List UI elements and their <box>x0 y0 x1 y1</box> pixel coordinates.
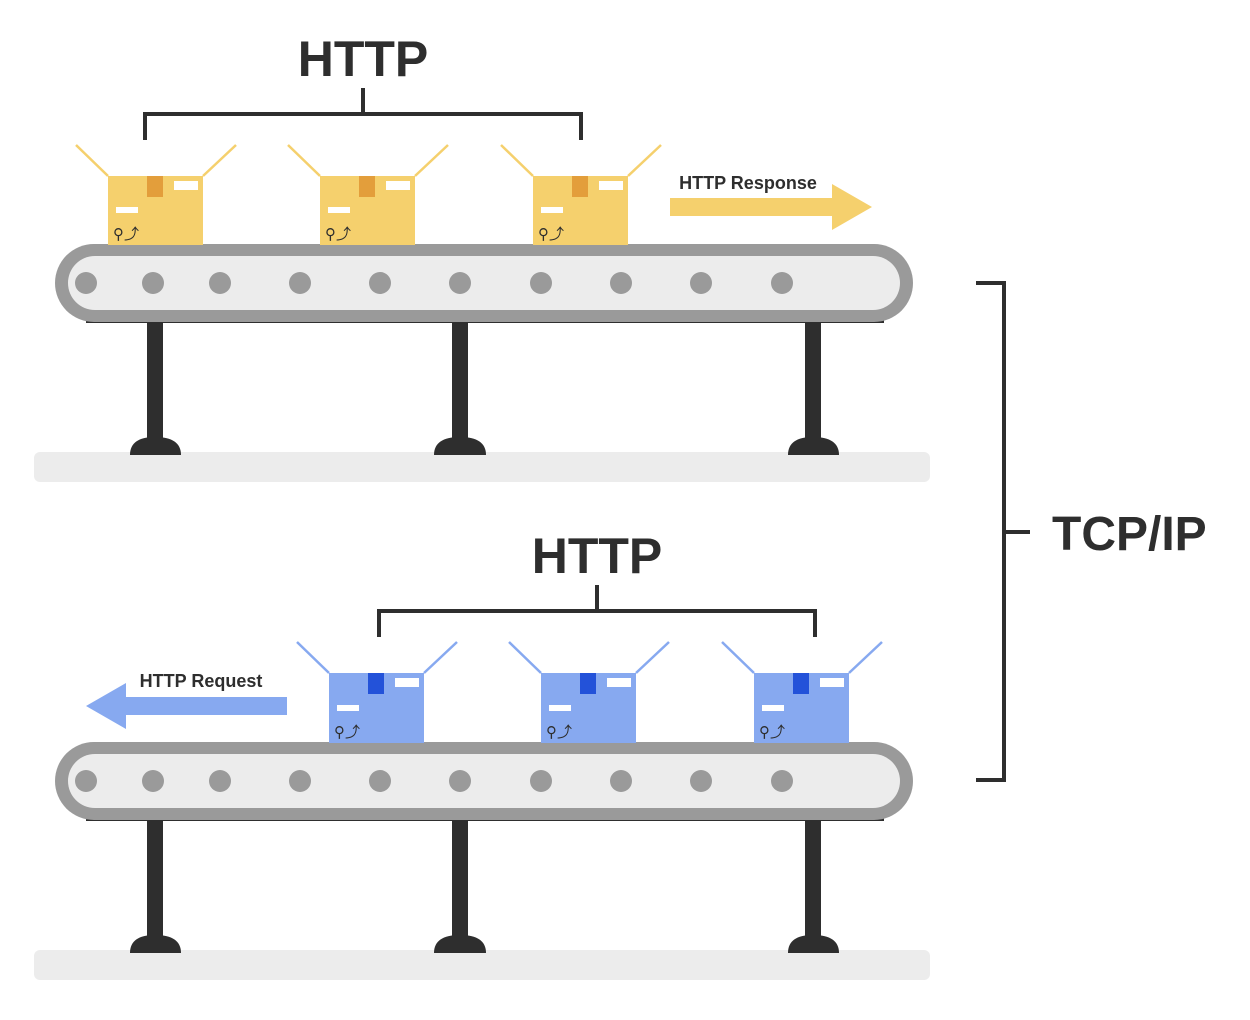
top-rollers <box>75 272 793 294</box>
bottom-floor <box>34 950 930 980</box>
package-box-icon: ⚲⤴ <box>508 641 670 743</box>
tcpip-label: TCP/IP <box>1052 508 1207 561</box>
glass-fragile-icon: ⚲⤴ <box>546 723 572 741</box>
top-http-bracket <box>143 88 583 140</box>
response-packet-1: ⚲⤴ <box>75 144 237 245</box>
package-box-icon: ⚲⤴ <box>721 641 883 743</box>
bottom-belt-inner <box>68 754 900 808</box>
glass-fragile-icon: ⚲⤴ <box>538 225 564 243</box>
bottom-http-bracket <box>377 585 817 637</box>
bottom-legs <box>130 816 839 953</box>
glass-fragile-icon: ⚲⤴ <box>113 225 139 243</box>
bottom-rollers <box>75 770 793 792</box>
request-packet-1: ⚲⤴ <box>296 641 458 743</box>
request-arrow-label: HTTP Request <box>140 671 263 691</box>
glass-fragile-icon: ⚲⤴ <box>325 225 351 243</box>
bottom-conveyor: ⚲⤴ ⚲⤴ ⚲⤴ <box>34 528 930 980</box>
response-arrow: HTTP Response <box>670 173 872 230</box>
top-legs <box>130 318 839 455</box>
package-box-icon: ⚲⤴ <box>75 144 237 245</box>
top-conveyor: ⚲⤴ ⚲⤴ ⚲⤴ <box>34 31 930 482</box>
glass-fragile-icon: ⚲⤴ <box>334 723 360 741</box>
request-arrow: HTTP Request <box>86 671 287 729</box>
top-floor <box>34 452 930 482</box>
response-packet-3: ⚲⤴ <box>500 144 662 245</box>
left-arrow-icon <box>86 683 287 729</box>
top-http-label: HTTP <box>298 31 429 87</box>
top-belt-inner <box>68 256 900 310</box>
package-box-icon: ⚲⤴ <box>296 641 458 743</box>
right-arrow-icon <box>670 184 872 230</box>
response-arrow-label: HTTP Response <box>679 173 817 193</box>
package-box-icon: ⚲⤴ <box>287 144 449 245</box>
request-packet-3: ⚲⤴ <box>721 641 883 743</box>
package-box-icon: ⚲⤴ <box>500 144 662 245</box>
request-packet-2: ⚲⤴ <box>508 641 670 743</box>
tcpip-bracket <box>976 281 1030 782</box>
response-packet-2: ⚲⤴ <box>287 144 449 245</box>
glass-fragile-icon: ⚲⤴ <box>759 723 785 741</box>
bottom-http-label: HTTP <box>532 528 663 584</box>
